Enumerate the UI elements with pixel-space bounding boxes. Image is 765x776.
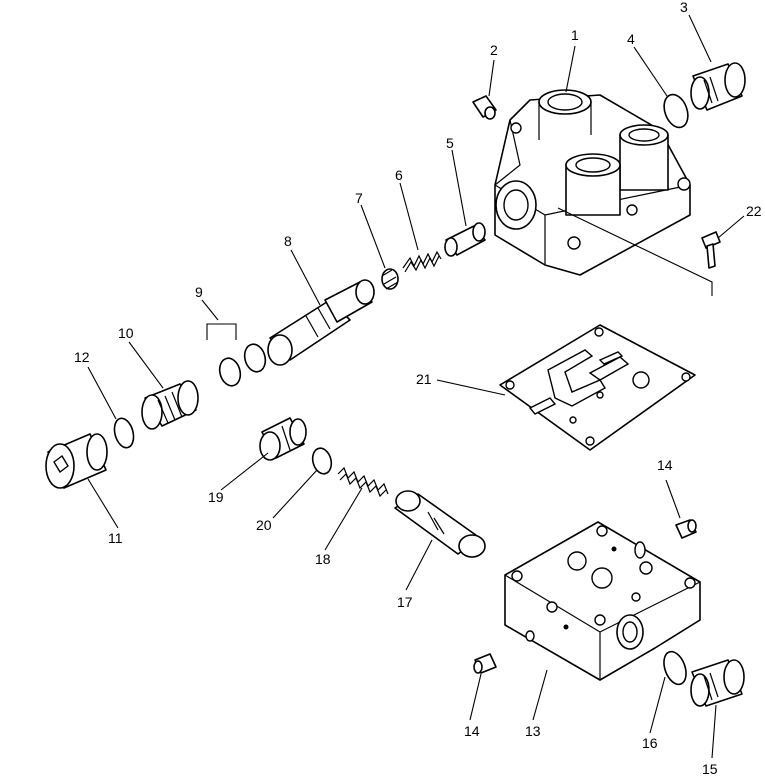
part-21-gasket xyxy=(499,324,696,451)
callout-1: 1 xyxy=(571,27,579,43)
part-13-valve-body xyxy=(504,521,701,681)
callout-21: 21 xyxy=(416,371,432,387)
part-3-plug xyxy=(690,62,746,111)
part-18-spring xyxy=(337,466,389,498)
callout-13: 13 xyxy=(525,723,541,739)
callout-8: 8 xyxy=(284,233,292,249)
part-16-o-ring xyxy=(663,650,687,686)
callout-19: 19 xyxy=(208,489,224,505)
callout-5: 5 xyxy=(446,135,454,151)
callout-12: 12 xyxy=(74,349,90,365)
callout-15: 15 xyxy=(702,761,718,776)
part-12-o-ring xyxy=(113,417,135,449)
callout-3: 3 xyxy=(680,0,688,15)
part-9-rings xyxy=(206,323,267,387)
callout-14-lower: 14 xyxy=(464,723,480,739)
callout-9: 9 xyxy=(195,284,203,300)
part-19-plug xyxy=(259,417,307,461)
part-17-piston xyxy=(394,490,486,558)
leader-lines xyxy=(87,14,745,759)
callout-20: 20 xyxy=(256,517,272,533)
part-1-valve-body xyxy=(494,89,713,296)
callout-16: 16 xyxy=(642,735,658,751)
callout-4: 4 xyxy=(627,31,635,47)
callout-6: 6 xyxy=(395,167,403,183)
callout-18: 18 xyxy=(315,551,331,567)
part-22-bolt xyxy=(701,231,721,269)
part-4-o-ring xyxy=(663,93,689,129)
callout-17: 17 xyxy=(397,594,413,610)
part-14-plug-lower xyxy=(473,653,497,674)
part-2-plug xyxy=(472,95,497,120)
part-14-plug-upper xyxy=(675,519,697,539)
callout-7: 7 xyxy=(355,190,363,206)
part-15-plug xyxy=(690,659,745,707)
part-10-spring xyxy=(141,380,199,430)
callout-2: 2 xyxy=(490,42,498,58)
part-6-spring xyxy=(402,250,442,273)
callout-11: 11 xyxy=(108,530,123,546)
callout-14-upper: 14 xyxy=(657,457,673,473)
callout-10: 10 xyxy=(118,325,134,341)
callout-labels: 1 2 3 4 5 6 7 8 9 10 11 12 13 14 14 15 1… xyxy=(74,0,762,776)
callout-22: 22 xyxy=(746,203,762,219)
part-8-spool xyxy=(267,279,375,366)
part-5-sleeve xyxy=(444,222,486,257)
part-11-plug xyxy=(45,433,108,489)
part-7-spring-seat xyxy=(381,268,399,290)
part-20-o-ring xyxy=(311,447,333,475)
